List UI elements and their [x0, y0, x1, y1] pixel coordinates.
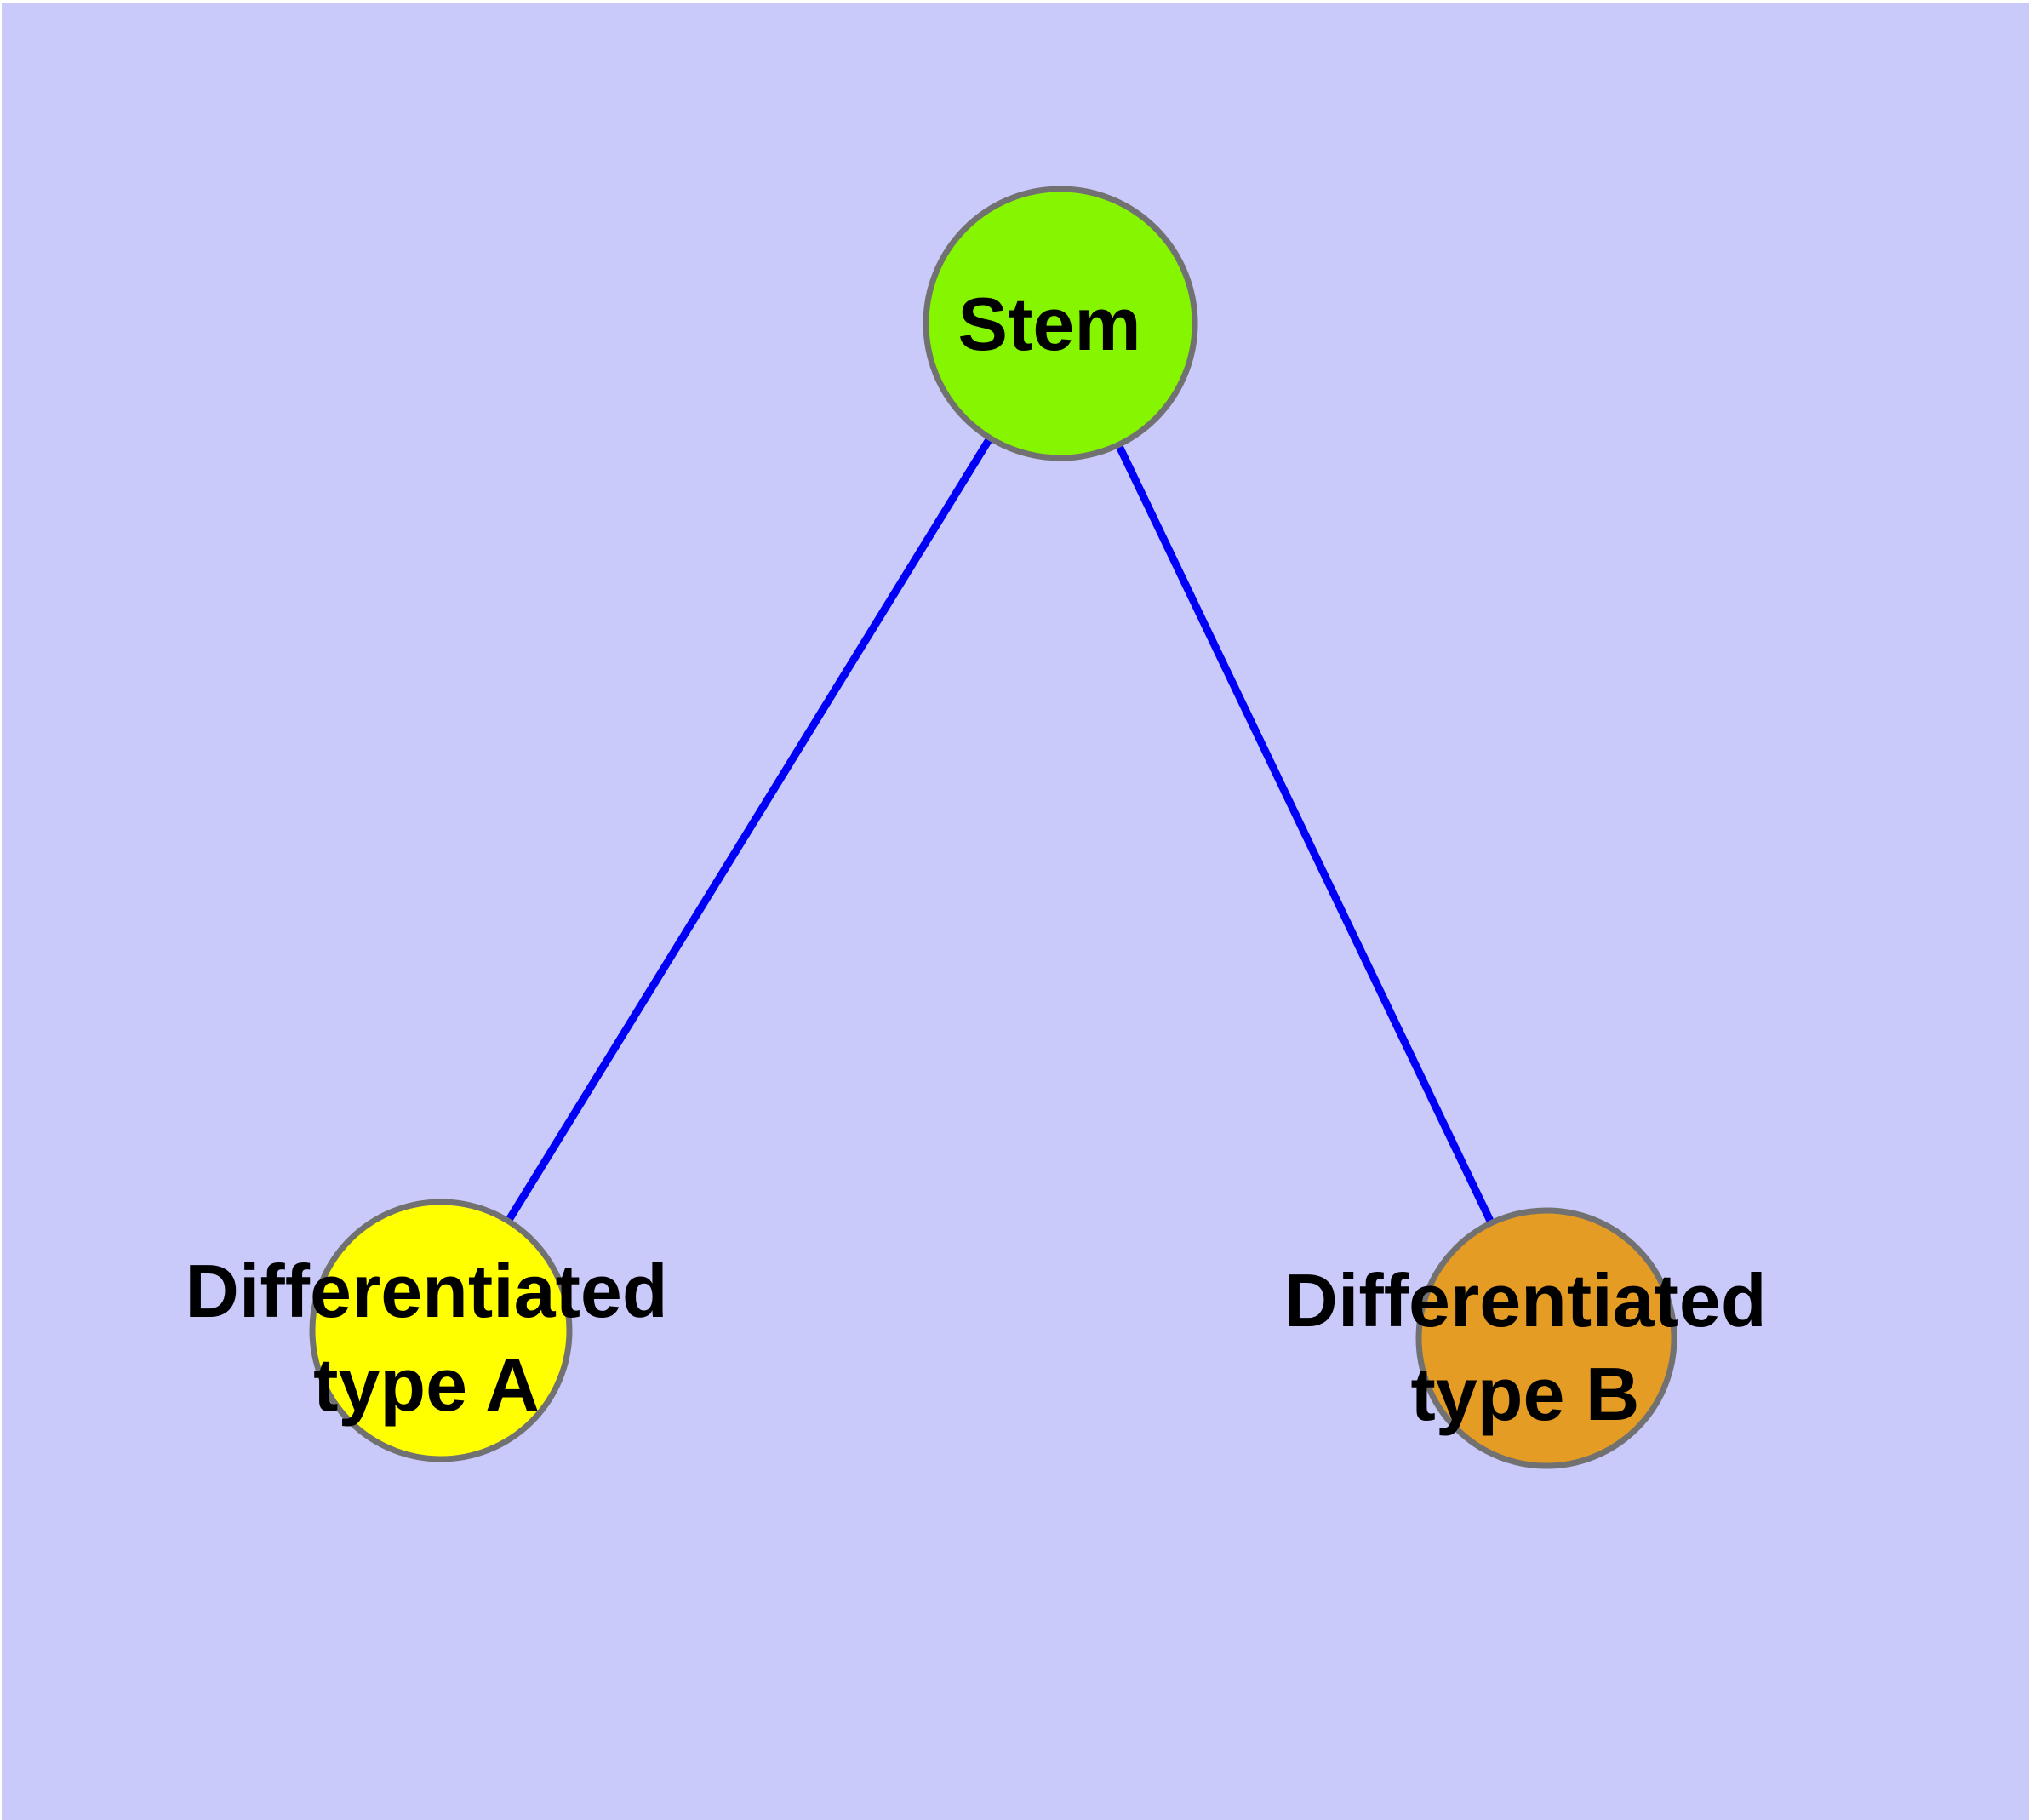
node-label-differentiated-type-b: Differentiated type B	[1283, 1258, 1766, 1436]
node-circle-stem	[923, 186, 1198, 461]
node-label-line: type B	[1411, 1352, 1640, 1436]
node-label-line: Differentiated	[185, 1249, 667, 1333]
node-circle-differentiated-type-b	[1415, 1207, 1677, 1469]
node-label-line: Stem	[957, 282, 1140, 366]
node-label-differentiated-type-a: Differentiated type A	[185, 1249, 667, 1427]
edge-stem-to-differentiated-type-b	[1056, 322, 1551, 1340]
node-label-line: Differentiated	[1283, 1258, 1766, 1342]
nodes-layer	[309, 186, 1677, 1469]
node-label-line: type A	[313, 1342, 540, 1427]
node-label-stem: Stem	[957, 282, 1140, 366]
edges-layer	[437, 321, 1551, 1340]
edge-stem-to-differentiated-type-a	[437, 321, 1064, 1333]
node-circle-differentiated-type-a	[309, 1199, 573, 1462]
